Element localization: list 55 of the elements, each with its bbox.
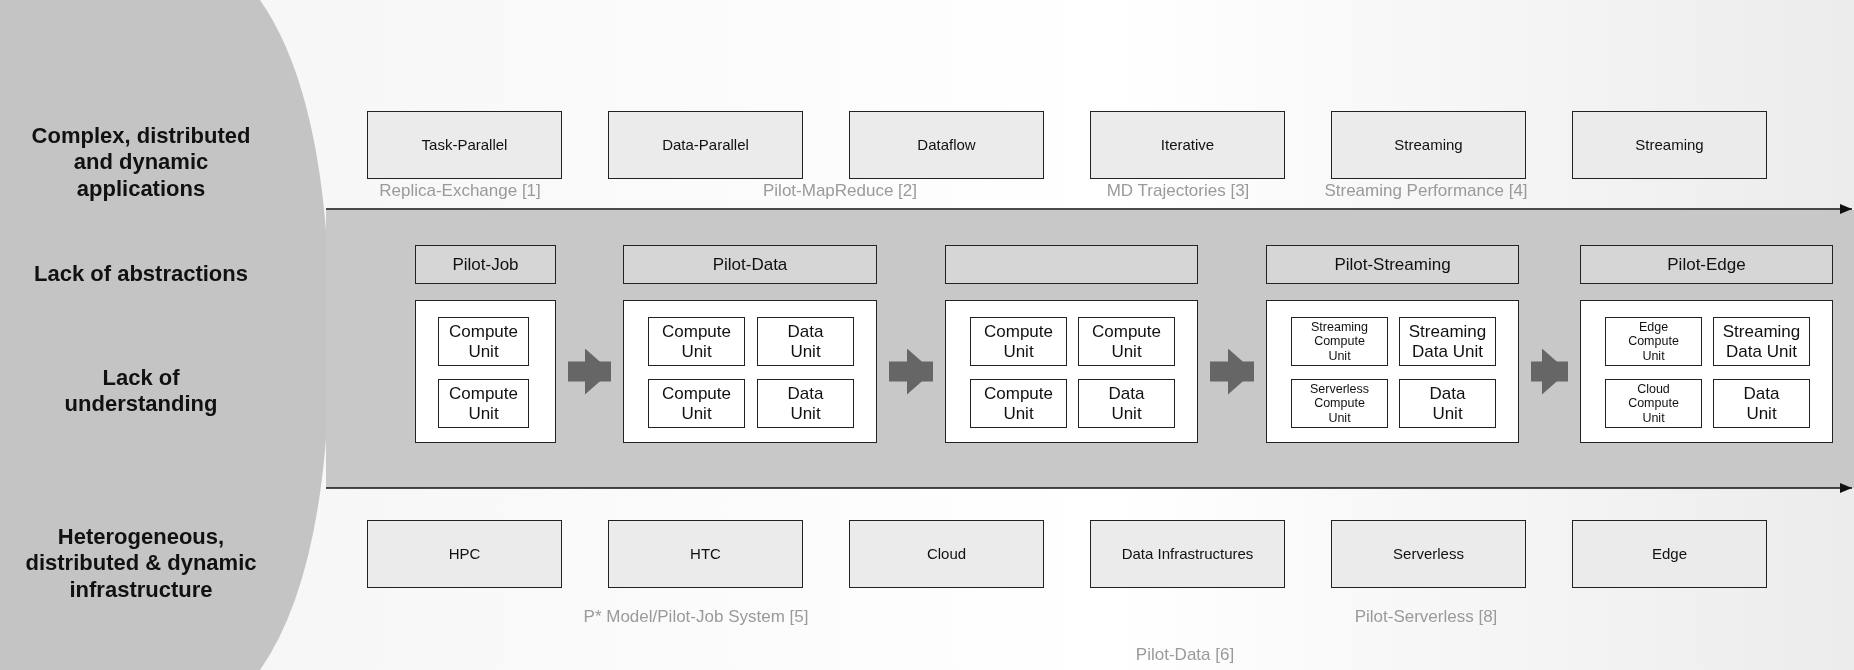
process-box: Data-Parallel	[608, 111, 803, 179]
unit-box: Compute Unit	[648, 379, 745, 428]
unit-box: Compute Unit	[1078, 317, 1175, 366]
reference-note: Pilot-Data [6]	[1135, 645, 1235, 665]
block-arrow	[889, 348, 933, 395]
reference-note: Pilot-Serverless [8]	[1354, 607, 1498, 627]
unit-box: Compute Unit	[438, 317, 529, 366]
unit-box: Data Unit	[1713, 379, 1810, 428]
row-heading: Lack of understanding	[63, 364, 219, 418]
title-bar: Pilot-Data	[623, 245, 877, 284]
title-bar: Pilot-Edge	[1580, 245, 1833, 284]
unit-box: Data Unit	[757, 317, 854, 366]
unit-box: Data Unit	[1399, 379, 1496, 428]
stage-panel	[1580, 300, 1833, 443]
unit-box: Streaming Compute Unit	[1291, 317, 1388, 366]
unit-box: Streaming Data Unit	[1399, 317, 1496, 366]
unit-box: Compute Unit	[438, 379, 529, 428]
stage-panel	[623, 300, 877, 443]
process-box: HPC	[367, 520, 562, 588]
process-box: Streaming	[1572, 111, 1767, 179]
unit-box: Compute Unit	[970, 379, 1067, 428]
unit-box: Compute Unit	[970, 317, 1067, 366]
unit-box: Streaming Data Unit	[1713, 317, 1810, 366]
process-box: Dataflow	[849, 111, 1044, 179]
row-heading: Complex, distributed and dynamic applications	[30, 123, 252, 203]
title-bar: Pilot-Job	[415, 245, 556, 284]
title-bar: Pilot-Streaming	[1266, 245, 1519, 284]
stage-panel	[945, 300, 1198, 443]
block-arrow	[1531, 348, 1568, 395]
process-box: Streaming	[1331, 111, 1526, 179]
title-bar	[945, 245, 1198, 284]
stage-panel	[415, 300, 556, 443]
process-box: Data Infrastructures	[1090, 520, 1285, 588]
unit-box: Data Unit	[1078, 379, 1175, 428]
process-box: HTC	[608, 520, 803, 588]
reference-note: P* Model/Pilot-Job System [5]	[583, 607, 809, 627]
stage-panel	[1266, 300, 1519, 443]
process-box: Task-Parallel	[367, 111, 562, 179]
process-box: Iterative	[1090, 111, 1285, 179]
unit-box: Data Unit	[757, 379, 854, 428]
reference-note: MD Trajectories [3]	[1106, 181, 1250, 201]
reference-note: Streaming Performance [4]	[1324, 181, 1528, 201]
block-arrow	[568, 348, 611, 395]
row-heading: Heterogeneous, distributed & dynamic infrastructure	[25, 524, 257, 604]
reference-note: Pilot-MapReduce [2]	[763, 181, 917, 201]
unit-box: Serverless Compute Unit	[1291, 379, 1388, 428]
unit-box: Edge Compute Unit	[1605, 317, 1702, 366]
unit-box: Compute Unit	[648, 317, 745, 366]
unit-box: Cloud Compute Unit	[1605, 379, 1702, 428]
process-box: Serverless	[1331, 520, 1526, 588]
reference-note: Replica-Exchange [1]	[379, 181, 541, 201]
row-heading: Lack of abstractions	[33, 260, 249, 288]
process-box: Edge	[1572, 520, 1767, 588]
process-box: Cloud	[849, 520, 1044, 588]
block-arrow	[1210, 348, 1254, 395]
